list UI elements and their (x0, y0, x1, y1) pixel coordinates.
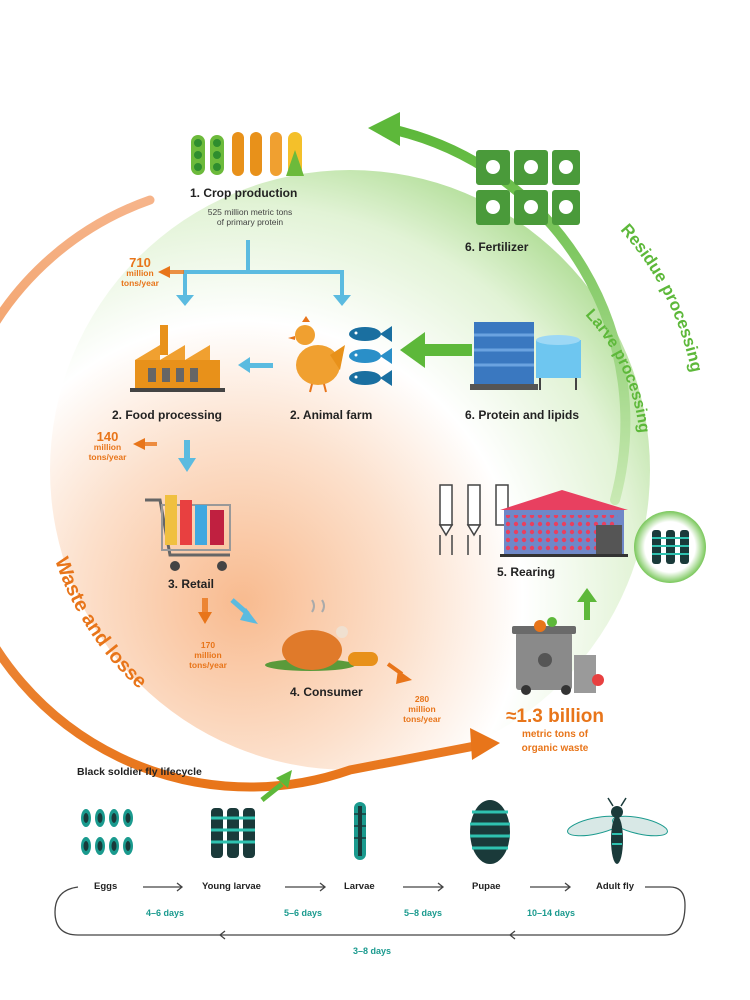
food-processing-title: 2. Food processing (112, 408, 223, 422)
eggs-icon (81, 809, 133, 855)
duration-young-larvae: 5–6 days (284, 908, 323, 918)
stage-adult-fly: Adult fly (596, 881, 634, 892)
loss-arrow-170 (198, 612, 212, 624)
animal-farm-title: 2. Animal farm (290, 408, 373, 422)
duration-pupae: 10–14 days (527, 908, 576, 918)
loss-170-unit1: million (194, 650, 222, 660)
duration-adult: 3–8 days (353, 946, 392, 956)
loss-arrow-280 (396, 670, 412, 684)
pupae-icon (470, 800, 510, 864)
waste-bin-icon (512, 617, 604, 695)
fertilizer-icon (476, 150, 580, 225)
residue-arc-arrowhead (368, 112, 400, 146)
stage-eggs: Eggs (94, 881, 118, 892)
organic-waste-total: ≈1.3 billion metric tons of organic wast… (490, 706, 620, 756)
waste-to-rearing-arrow (577, 588, 597, 602)
duration-larvae: 5–8 days (404, 908, 443, 918)
lifecycle-return-loop (54, 886, 686, 936)
rearing-icon (438, 484, 628, 557)
branch-arrowhead-right (333, 295, 351, 306)
loss-280-unit2: tons/year (403, 714, 441, 724)
retail-to-consumer-arrow (240, 608, 258, 624)
fish-icon (349, 326, 392, 386)
farm-to-processing-arrow (238, 357, 250, 373)
factory-icon (130, 325, 225, 392)
loss-140-unit1: million (93, 442, 122, 452)
waste-arc-arrowhead (470, 728, 500, 760)
waste-line2: organic waste (521, 743, 589, 754)
loss-140: 140 million tons/year (80, 429, 135, 462)
waste-arc (0, 195, 485, 792)
larvae-arrowhead (400, 332, 425, 368)
larvae-badge (634, 511, 706, 583)
residue-arc (390, 125, 631, 505)
loss-arrow-140 (133, 438, 145, 450)
loss-710-value: 710 (129, 255, 151, 270)
crop-branch-lines (183, 240, 344, 298)
loss-280: 280 million tons/year (392, 694, 452, 724)
protein-lipids-icon (470, 322, 581, 390)
fertilizer-title: 6. Fertilizer (465, 240, 529, 254)
waste-line1: metric tons of (521, 729, 589, 740)
waste-value: ≈1.3 billion (505, 706, 605, 727)
lifecycle-forward-arrows (143, 882, 572, 892)
consumer-food-icon (265, 599, 378, 671)
shopping-cart-icon (145, 495, 231, 571)
loss-170-unit2: tons/year (189, 660, 227, 670)
loss-710-unit2: tons/year (121, 278, 159, 288)
stage-young-larvae: Young larvae (202, 881, 261, 892)
retail-title: 3. Retail (168, 577, 215, 591)
lifecycle-arrow (276, 770, 292, 788)
rearing-title: 5. Rearing (497, 565, 556, 579)
protein-lipids-title: 6. Protein and lipids (465, 408, 580, 422)
consumer-title: 4. Consumer (290, 685, 363, 699)
processing-to-retail-arrow (178, 458, 196, 472)
crop-detail-line1: 525 million metric tons (207, 207, 293, 217)
loss-280-unit1: million (408, 704, 436, 714)
loss-arrow-710 (158, 266, 170, 278)
stage-pupae: Pupae (472, 881, 501, 892)
loss-710: 710 million tons/year (110, 255, 170, 288)
crop-production-title: 1. Crop production (190, 186, 298, 200)
loss-170-value: 170 (200, 640, 216, 650)
loss-140-unit2: tons/year (88, 452, 127, 462)
branch-arrowhead-left (176, 295, 194, 306)
residue-arc-label: Residue processing (617, 220, 706, 374)
crop-detail-line2: of primary protein (216, 217, 284, 227)
larvae-arrow-body (420, 344, 472, 356)
loss-140-value: 140 (96, 429, 119, 444)
stage-larvae: Larvae (344, 881, 375, 892)
loss-280-value: 280 (414, 694, 430, 704)
duration-eggs: 4–6 days (146, 908, 185, 918)
cycle-background (50, 170, 650, 770)
crop-production-detail: 525 million metric tons of primary prote… (175, 207, 325, 227)
adult-fly-icon (567, 797, 668, 864)
loss-710-unit1: million (126, 268, 154, 278)
lifecycle-title: Black soldier fly lifecycle (77, 766, 202, 778)
young-larvae-icon (211, 808, 255, 858)
larvae-icon (354, 802, 366, 860)
crop-icon (191, 132, 304, 176)
chicken-icon (288, 316, 345, 393)
loss-170: 170 million tons/year (178, 640, 238, 670)
